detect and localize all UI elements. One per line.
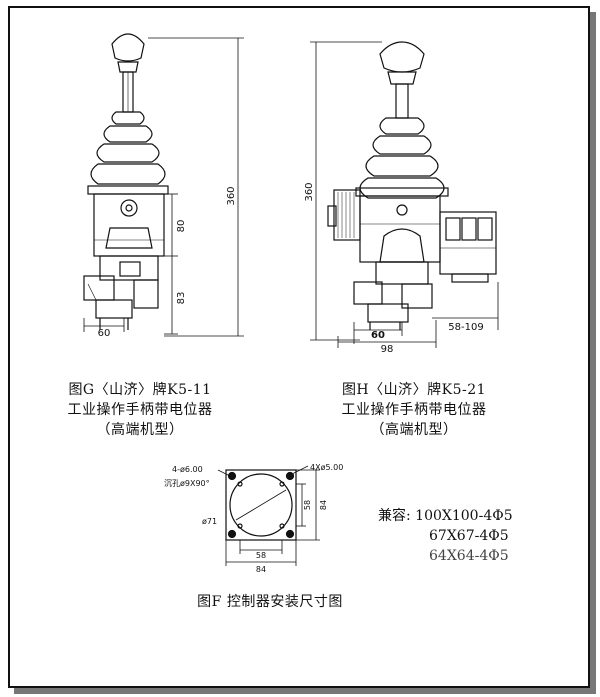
figure-h-title: 图H〈山济〉牌K5-21 [341,382,487,398]
joystick-g-dimensions [83,37,244,337]
figure-g-note: （高端机型） [96,422,184,438]
compat-item: 100X100-4Φ5 [415,508,513,524]
h-dim-width-a: 60 [371,330,385,341]
mounting-plate-drawing [217,465,320,566]
figure-h-subtitle: 工业操作手柄带电位器 [341,402,487,418]
compat-label: 兼容: [378,508,411,524]
compatibility-list: 兼容: 100X100-4Φ5 67X67-4Φ5 64X64-4Φ5 [378,506,568,566]
h-dim-width-b: 98 [381,344,394,355]
joystick-h-drawing [327,41,497,330]
drawing-frame [8,6,590,688]
f-dim-outer-v: 84 [319,500,328,510]
joystick-h-dimensions [310,41,499,348]
figure-g-caption: 图G〈山济〉牌K5-11 工业操作手柄带电位器 （高端机型） [40,380,240,440]
figure-g-subtitle: 工业操作手柄带电位器 [67,402,213,418]
h-dim-side: 58-109 [448,322,483,333]
g-dim-height: 360 [226,186,237,205]
figure-g-title: 图G〈山济〉牌K5-11 [68,382,212,398]
g-dim-lower: 83 [176,292,187,305]
h-dim-height: 360 [304,182,315,201]
f-dim-outer-h: 84 [256,565,266,574]
figure-h-note: （高端机型） [370,422,458,438]
compat-item: 67X67-4Φ5 [429,528,509,544]
f-dim-inner-h: 58 [256,551,266,560]
f-dim-holes-b: 4Xø5.00 [310,463,343,472]
joystick-g-drawing [83,33,169,330]
f-dim-inner-v: 58 [303,500,312,510]
figure-h-caption: 图H〈山济〉牌K5-21 工业操作手柄带电位器 （高端机型） [316,380,512,440]
f-dim-countersink: 沉孔ø9X90° [164,479,210,488]
f-dim-holes-a: 4-ø6.00 [172,465,203,474]
g-dim-upper: 80 [176,220,187,233]
g-dim-width: 60 [98,328,111,339]
f-dim-diameter: ø71 [202,517,217,526]
figure-f-title: 图F 控制器安装尺寸图 [197,594,343,610]
compat-item: 64X64-4Φ5 [429,548,509,564]
